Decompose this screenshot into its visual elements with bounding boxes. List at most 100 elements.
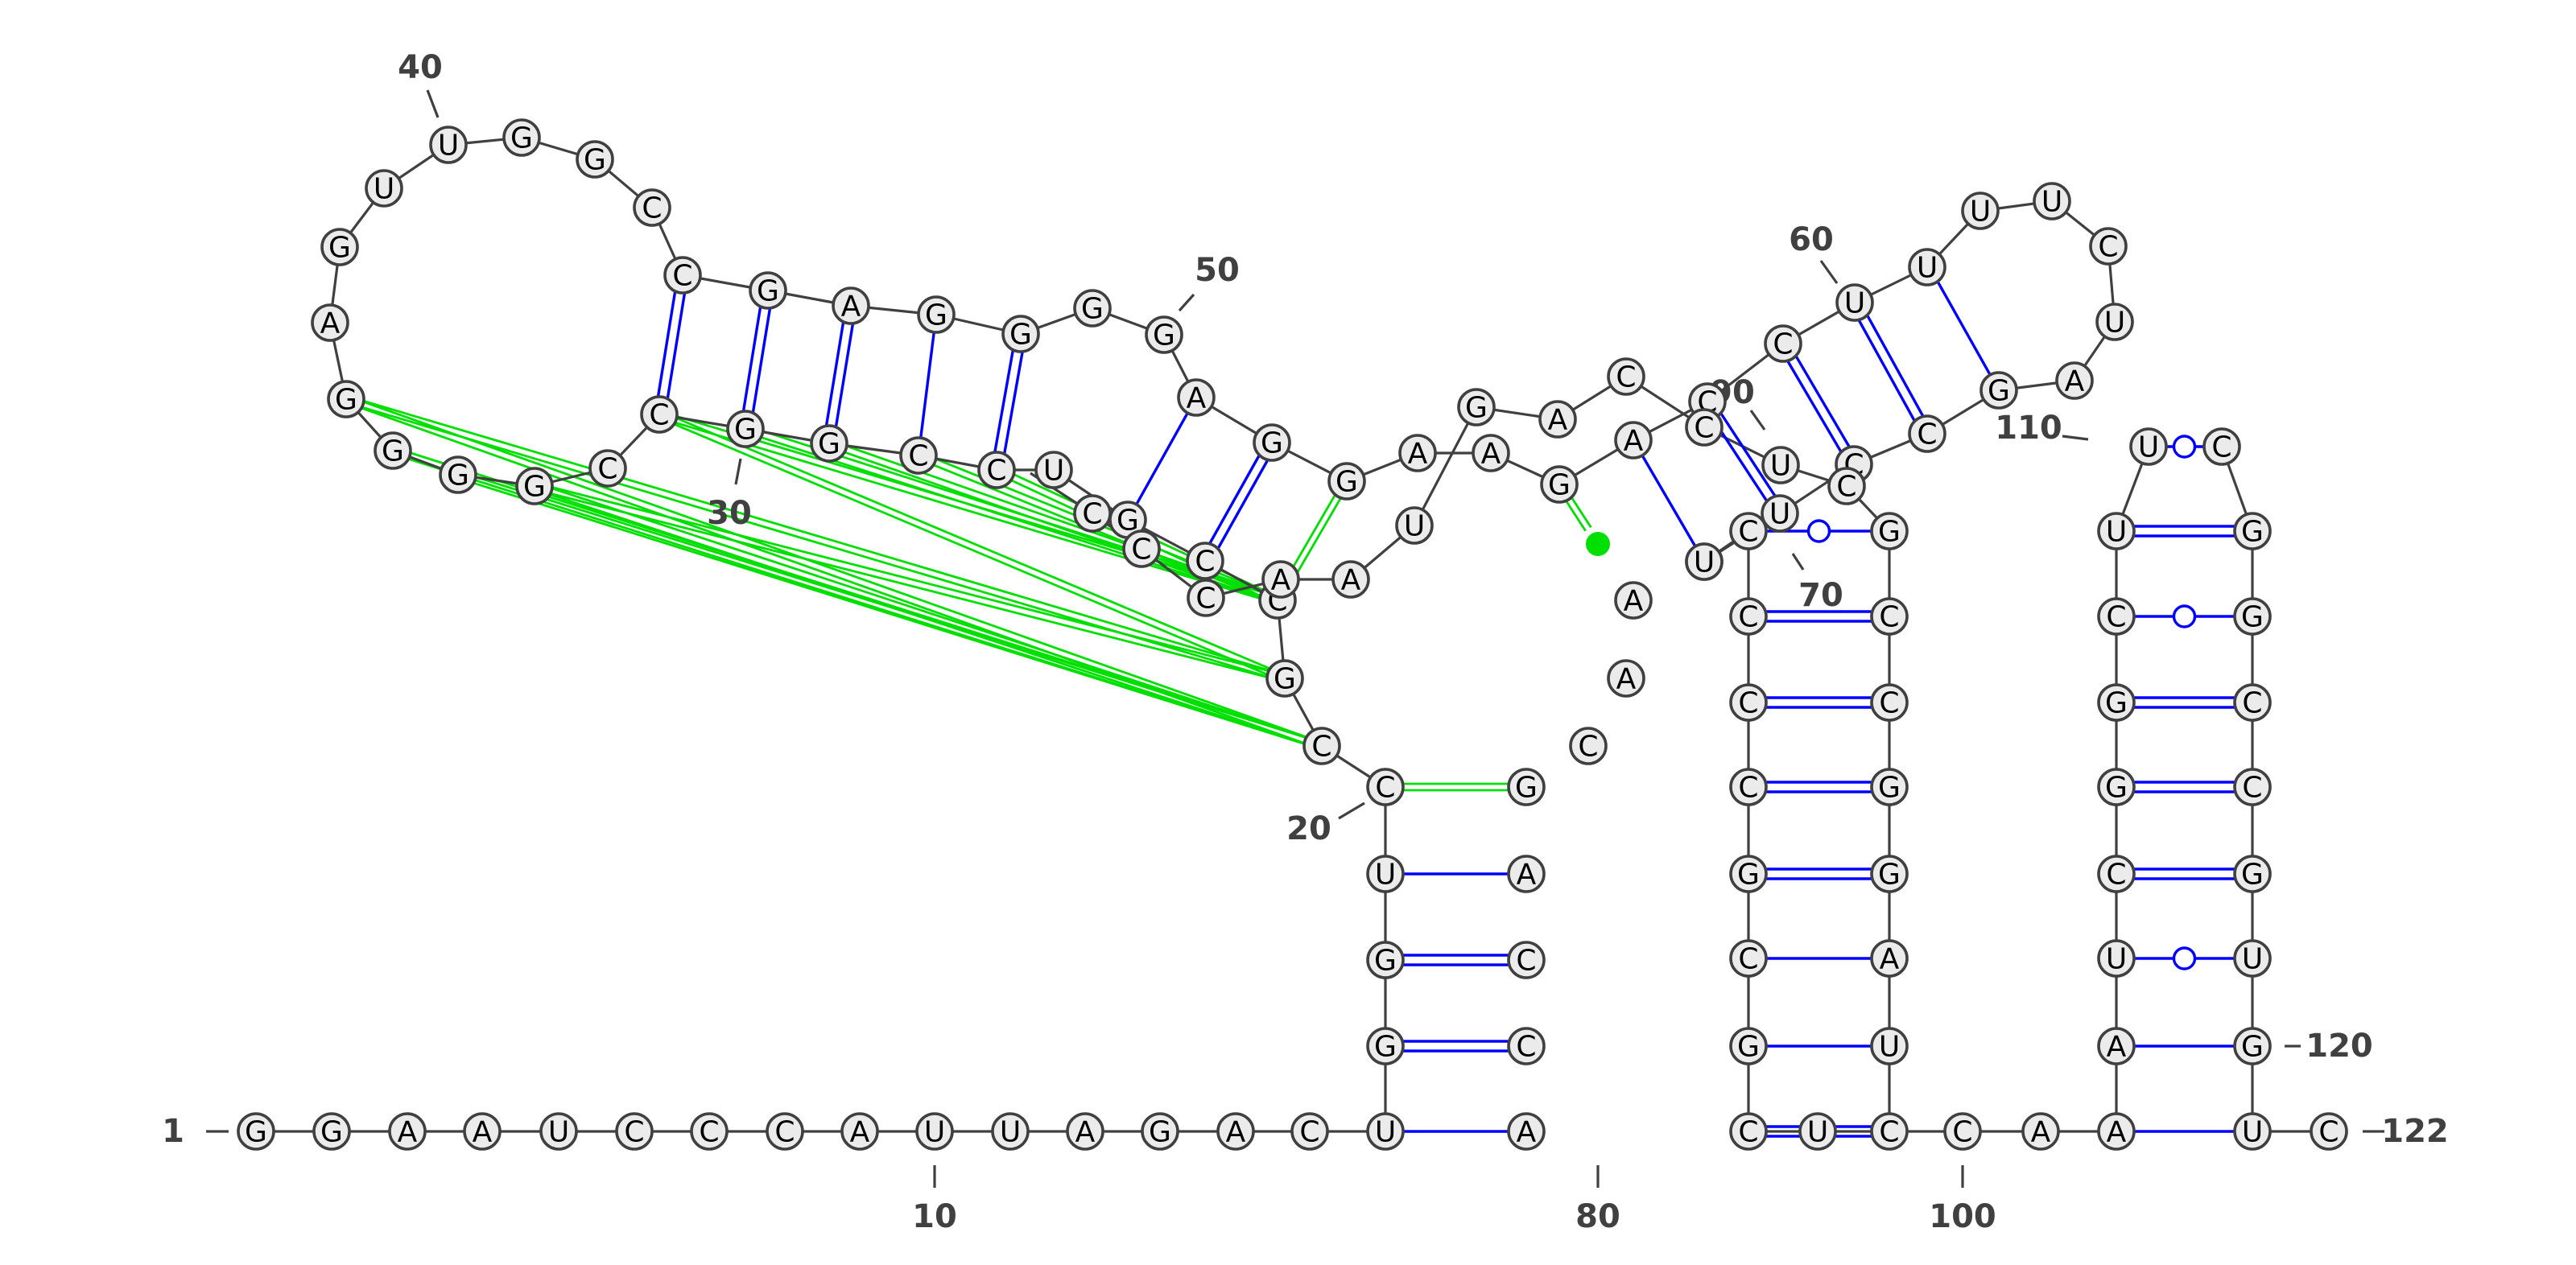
nucleotide-circle bbox=[515, 467, 554, 505]
nucleotide-circle bbox=[1066, 1112, 1104, 1151]
nucleotide-circle bbox=[1302, 727, 1341, 765]
nucleotide-letter: C bbox=[1299, 1116, 1319, 1149]
nucleotide-circle bbox=[1122, 529, 1161, 568]
position-number: 70 bbox=[1798, 577, 1843, 614]
nucleotide: C bbox=[1729, 1112, 1768, 1151]
tertiary-interaction bbox=[1565, 500, 1587, 532]
nucleotide-letter: C bbox=[699, 1116, 719, 1149]
nucleotide: U bbox=[915, 1112, 954, 1151]
nucleotide-letter: C bbox=[1516, 1031, 1536, 1064]
nucleotide-circle bbox=[1538, 400, 1577, 439]
gc-pair bbox=[1794, 356, 1851, 447]
nucleotide-circle bbox=[1798, 1112, 1837, 1151]
au-pair bbox=[919, 332, 935, 439]
tertiary-interaction bbox=[1571, 497, 1592, 529]
nucleotide: G bbox=[1265, 659, 1304, 698]
gc-pair bbox=[993, 350, 1014, 452]
gc-pair bbox=[741, 307, 762, 411]
nucleotide: C bbox=[1607, 357, 1645, 396]
nucleotide-circle bbox=[1366, 1112, 1405, 1151]
tertiary-interaction bbox=[674, 422, 1268, 676]
nucleotide-letter: U bbox=[548, 1116, 569, 1149]
tertiary-interaction bbox=[551, 486, 1269, 673]
nucleotide-letter: G bbox=[1153, 319, 1175, 352]
nucleotide-letter: G bbox=[1149, 1116, 1171, 1149]
au-pair bbox=[1937, 282, 1992, 376]
number-tick bbox=[1338, 801, 1365, 820]
nucleotide-circle bbox=[2129, 427, 2168, 466]
number-tick bbox=[1819, 260, 1839, 284]
au-pair bbox=[1135, 412, 1189, 505]
nucleotide-letter: G bbox=[734, 414, 757, 447]
nucleotide-circle bbox=[1472, 434, 1510, 472]
nucleotide: G bbox=[1979, 371, 2018, 410]
nucleotide-letter: A bbox=[2031, 1116, 2051, 1149]
nucleotide-letter: C bbox=[2242, 772, 2262, 805]
nucleotide: C bbox=[2233, 768, 2272, 806]
nucleotide-letter: G bbox=[818, 428, 840, 461]
nucleotide-letter: C bbox=[2106, 859, 2126, 892]
nucleotide-letter: U bbox=[2106, 516, 2127, 549]
nucleotide: C bbox=[663, 256, 702, 295]
nucleotide-letter: G bbox=[757, 275, 779, 308]
nucleotide-circle bbox=[2097, 597, 2136, 636]
nucleotide: G bbox=[327, 380, 365, 418]
nucleotide-circle bbox=[917, 295, 956, 334]
nucleotide: A bbox=[1066, 1112, 1104, 1151]
number-tick bbox=[734, 458, 742, 485]
nucleotide-letter: G bbox=[2105, 687, 2128, 720]
nucleotide: C bbox=[1122, 529, 1161, 568]
nucleotide-circle bbox=[388, 1112, 427, 1151]
nucleotide-letter: C bbox=[908, 440, 928, 473]
gc-pair bbox=[1003, 352, 1024, 454]
nucleotide-circle bbox=[726, 410, 765, 448]
position-number: 50 bbox=[1195, 252, 1240, 289]
nucleotide-circle bbox=[1870, 597, 1909, 636]
nucleotide-letter: G bbox=[2241, 601, 2264, 634]
nucleotide-letter: G bbox=[1081, 293, 1104, 326]
nucleotide-letter: C bbox=[1694, 412, 1714, 445]
nucleotide-letter: U bbox=[1694, 546, 1715, 579]
nucleotide-letter: A bbox=[1481, 438, 1501, 471]
nucleotide-circle bbox=[1764, 324, 1802, 363]
tertiary-interactions bbox=[361, 400, 1610, 792]
nucleotide: C bbox=[633, 188, 671, 227]
nucleotide-letter: U bbox=[2242, 1116, 2263, 1149]
nucleotide-letter: A bbox=[1075, 1116, 1096, 1149]
nucleotide: C bbox=[615, 1112, 654, 1151]
nucleotide-circle bbox=[2097, 1112, 2136, 1151]
number-tick bbox=[1178, 293, 1195, 312]
nucleotide-letter: C bbox=[1836, 471, 1856, 504]
nucleotide-circle bbox=[1761, 446, 1800, 484]
nucleotide-letter: C bbox=[1195, 546, 1215, 579]
nucleotide-circle bbox=[615, 1112, 654, 1151]
nucleotide-letter: A bbox=[841, 290, 861, 323]
nucleotide: C bbox=[1870, 683, 1909, 722]
nucleotide: U bbox=[2097, 512, 2136, 550]
nucleotide-letter: C bbox=[1616, 361, 1636, 394]
nucleotide-letter: C bbox=[1738, 772, 1758, 805]
nucleotide-letter: G bbox=[1335, 466, 1358, 499]
nucleotide: U bbox=[2097, 939, 2136, 978]
nucleotide-circle bbox=[311, 303, 349, 342]
nucleotide-circle bbox=[1870, 683, 1909, 722]
nucleotide-letter: U bbox=[1375, 1116, 1396, 1149]
nucleotide-circle bbox=[2095, 303, 2134, 341]
nucleotide-letter: C bbox=[1082, 498, 1102, 531]
position-number: 80 bbox=[1575, 1198, 1620, 1235]
nucleotide: C bbox=[1366, 768, 1405, 806]
nucleotide-circle bbox=[439, 455, 477, 494]
nucleotide-circle bbox=[1685, 408, 1724, 447]
nucleotide-circle bbox=[1366, 941, 1405, 979]
nucleotide-circle bbox=[1187, 579, 1225, 617]
nucleotide: C bbox=[1729, 939, 1768, 978]
nucleotide-circle bbox=[1507, 855, 1546, 893]
position-number: 100 bbox=[1929, 1198, 1996, 1235]
nucleotide: C bbox=[1827, 467, 1866, 505]
nucleotide-circle bbox=[1327, 462, 1366, 501]
nucleotide-circle bbox=[1540, 465, 1579, 504]
nucleotide-letter: C bbox=[1375, 772, 1395, 805]
nucleotide-letter: A bbox=[1517, 859, 1537, 892]
